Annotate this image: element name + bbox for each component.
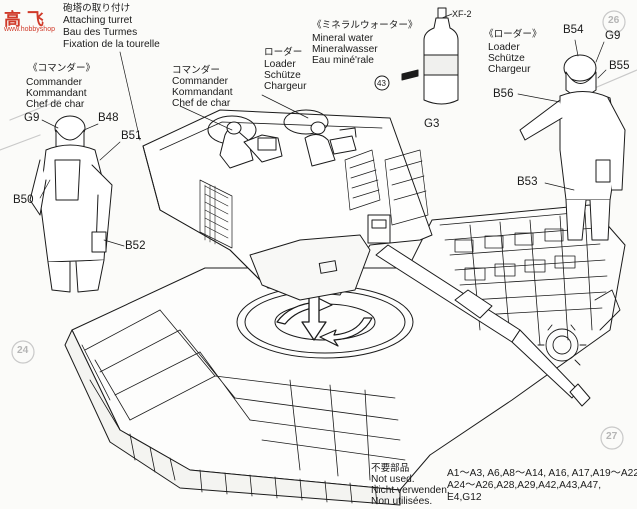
part-g9-right: G9 bbox=[605, 30, 621, 42]
turret-loader-en: Loader bbox=[264, 59, 296, 70]
loader-heading-en: Loader bbox=[488, 42, 520, 53]
step-number-top: 26 bbox=[608, 15, 620, 26]
step-number-right: 27 bbox=[606, 431, 618, 442]
loader-heading-de: Schütze bbox=[488, 53, 525, 64]
turret-loader-de: Schütze bbox=[264, 70, 301, 81]
attach-turret-ja: 砲塔の取り付け bbox=[63, 3, 131, 14]
loader-heading-ja: 《ローダー》 bbox=[484, 29, 542, 40]
turret-loader-fr: Chargeur bbox=[264, 81, 307, 92]
turret-loader-ja: ローダー bbox=[264, 47, 303, 58]
not-used-ja: 不要部品 bbox=[371, 463, 410, 474]
loader-heading-fr: Chargeur bbox=[488, 64, 531, 75]
part-b56: B56 bbox=[493, 88, 514, 100]
water-bottle-drawing bbox=[374, 7, 459, 105]
not-used-parts-line-3: E4,G12 bbox=[447, 492, 482, 503]
part-b50: B50 bbox=[13, 194, 34, 206]
turret bbox=[142, 109, 433, 301]
leader-lines bbox=[39, 13, 607, 247]
not-used-parts-line-1: A1～A3, A6,A8～A14, A16, A17,A19～A22, bbox=[447, 468, 637, 479]
turret-commander-en: Commander bbox=[172, 76, 229, 87]
attach-turret-en: Attaching turret bbox=[63, 15, 133, 26]
turret-ring bbox=[236, 285, 414, 359]
turret-commander-ja: コマンダー bbox=[172, 65, 220, 76]
not-used-fr: Non utilisées. bbox=[371, 496, 433, 507]
mineral-water-ja: 《ミネラルウォーター》 bbox=[312, 20, 418, 31]
watermark-url: www.hobbyshop bbox=[4, 26, 55, 33]
part-43: 43 bbox=[377, 79, 386, 88]
loader-figure bbox=[519, 54, 626, 241]
part-b48: B48 bbox=[98, 112, 119, 124]
turret-commander-de: Kommandant bbox=[172, 87, 233, 98]
commander-figure bbox=[29, 115, 113, 293]
part-b53: B53 bbox=[517, 176, 538, 188]
commander-heading-en: Commander bbox=[26, 77, 83, 88]
step-number-left: 24 bbox=[17, 345, 29, 356]
part-b51: B51 bbox=[121, 130, 142, 142]
part-b55: B55 bbox=[609, 60, 630, 72]
mineral-water-de: Mineralwasser bbox=[312, 44, 378, 55]
commander-heading-fr: Chef de char bbox=[26, 99, 85, 110]
gun-barrel bbox=[375, 244, 591, 407]
not-used-en: Not used. bbox=[371, 474, 415, 485]
commander-heading-de: Kommandant bbox=[26, 88, 87, 99]
attach-turret-fr: Fixation de la tourelle bbox=[63, 39, 160, 50]
part-g3: G3 bbox=[424, 118, 440, 130]
site-watermark: 高 飞 www.hobbyshop bbox=[2, 3, 60, 37]
not-used-de: Nicht verwenden. bbox=[371, 485, 450, 496]
commander-heading-ja: 《コマンダー》 bbox=[28, 63, 96, 74]
part-g9-left: G9 bbox=[24, 112, 40, 124]
not-used-parts-line-2: A24～A26,A28,A29,A42,A43,A47, bbox=[447, 480, 602, 491]
paint-xf2: XF-2 bbox=[452, 9, 472, 19]
watermark-text: 高 飞 bbox=[4, 10, 44, 30]
turret-commander-fr: Chef de char bbox=[172, 98, 231, 109]
mineral-water-en: Mineral water bbox=[312, 33, 374, 44]
part-b52: B52 bbox=[125, 240, 146, 252]
mineral-water-fr: Eau miné'rale bbox=[312, 55, 374, 66]
attach-turret-de: Bau des Turmes bbox=[63, 27, 138, 38]
part-b54: B54 bbox=[563, 24, 584, 36]
